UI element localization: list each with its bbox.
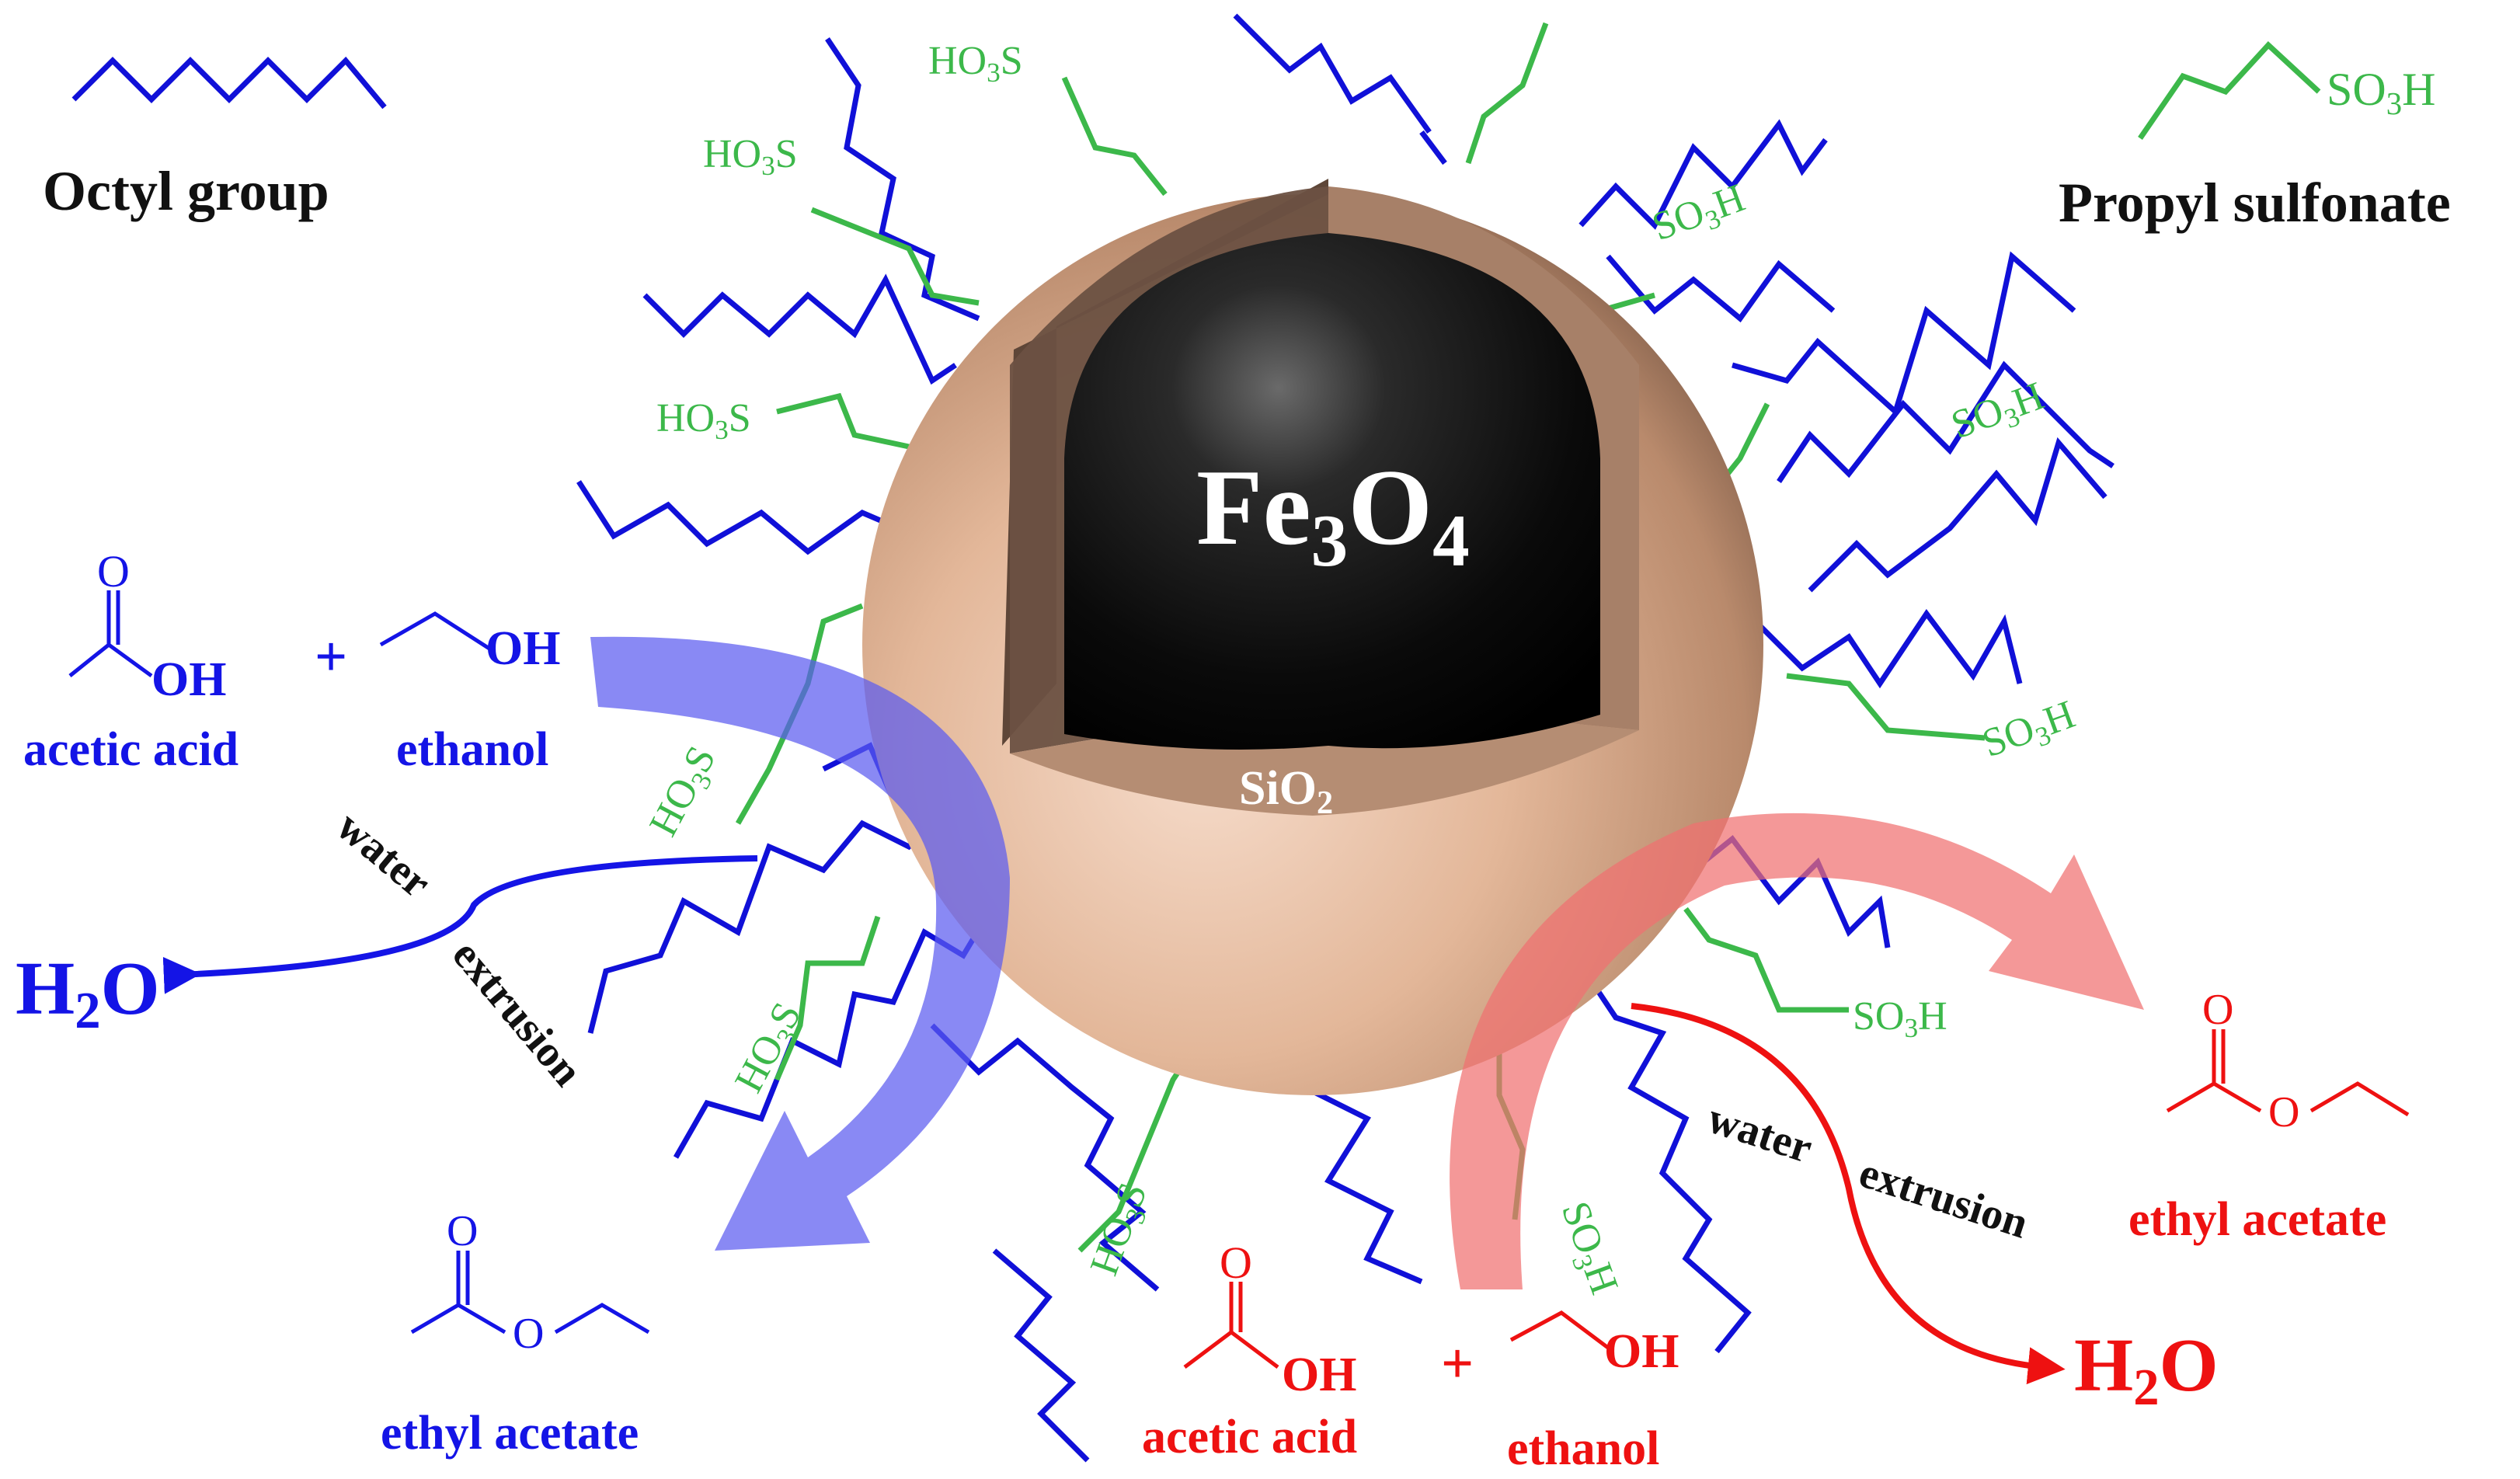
left-ethanol-oh: OH — [486, 622, 560, 675]
so3h-label: SO3H — [1548, 1196, 1627, 1302]
left-extrusion-label: extrusion — [443, 931, 591, 1095]
octyl-chain — [1808, 437, 2108, 593]
sulfonate-chain — [1786, 673, 1986, 741]
shell-label: SiO2 — [1239, 762, 1333, 821]
magnetite-core — [1064, 233, 1600, 750]
left-acid-o: O — [97, 546, 130, 597]
ho3s-label: HO3S — [928, 39, 1023, 88]
octyl-legend-label: Octyl group — [43, 160, 329, 222]
octyl-chain — [930, 1023, 1160, 1292]
right-ester-o: O — [2268, 1088, 2299, 1136]
right-ethyl-acetate-structure — [2166, 1029, 2410, 1117]
propyl-legend-group: SO3H — [2327, 64, 2435, 121]
octyl-chain — [587, 813, 942, 1034]
left-ethanol-structure — [379, 611, 491, 651]
left-ethyl-acetate-label: ethyl acetate — [381, 1407, 639, 1460]
so3h-label: SO3H — [1977, 692, 2083, 771]
right-ethanol-structure — [1509, 1310, 1610, 1349]
right-acetic-acid-label: acetic acid — [1142, 1411, 1357, 1463]
octyl-chain — [1578, 119, 1828, 230]
ho3s-label: HO3S — [703, 132, 798, 181]
right-water-label: water — [1702, 1094, 1818, 1172]
so3h-label: SO3H — [1946, 374, 2052, 452]
octyl-chain — [576, 480, 918, 555]
ho3s-label: HO3S — [656, 396, 751, 445]
right-acid-oh: OH — [1282, 1348, 1356, 1401]
octyl-chain — [992, 1248, 1090, 1463]
octyl-chain — [1777, 360, 2115, 483]
left-acetic-acid-label: acetic acid — [23, 723, 238, 776]
left-water-label: water — [328, 802, 440, 907]
so3h-label: SO3H — [1647, 176, 1753, 254]
propyl-legend-chain — [2138, 41, 2321, 140]
left-ethanol-label: ethanol — [396, 723, 548, 776]
left-ethyl-acetate-structure — [410, 1251, 650, 1335]
left-water-arrow — [162, 855, 758, 994]
sulfonate-chain — [1061, 76, 1168, 197]
core-label: Fe3O4 — [1196, 447, 1470, 582]
left-ester-carbonyl-o: O — [447, 1207, 478, 1255]
right-h2o-label: H2O — [2074, 1324, 2219, 1416]
right-extrusion-label: extrusion — [1853, 1148, 2034, 1248]
right-flow-arrow — [1450, 813, 2144, 1289]
left-flow-arrow — [590, 636, 1010, 1251]
right-acid-o: O — [1220, 1237, 1252, 1288]
sulfonate-chain — [810, 207, 980, 306]
so3h-label: SO3H — [1853, 994, 1947, 1043]
right-ethanol-label: ethanol — [1507, 1422, 1659, 1475]
sulfonate-chain — [1465, 22, 1549, 165]
left-plus-sign: + — [315, 625, 347, 689]
right-ethyl-acetate-label: ethyl acetate — [2128, 1193, 2386, 1246]
sulfonate-chain — [776, 392, 910, 450]
right-ethanol-oh: OH — [1604, 1325, 1679, 1378]
octyl-chain — [1606, 254, 1836, 323]
sulfonate-chain — [1683, 907, 1849, 1013]
octyl-chain — [1419, 130, 1447, 165]
core-shell-particle: Fe3O4 SiO2 — [862, 179, 1763, 1095]
octyl-chain — [1582, 969, 1752, 1354]
left-acetic-acid — [68, 590, 153, 678]
octyl-chain — [825, 37, 980, 322]
right-acetic-acid — [1183, 1282, 1279, 1369]
octyl-chain — [1732, 251, 2076, 417]
left-h2o-label: H2O — [16, 947, 160, 1039]
octyl-chain — [1233, 13, 1432, 134]
right-ester-carbonyl-o: O — [2202, 986, 2233, 1034]
propyl-legend-label: Propyl sulfonate — [2059, 172, 2451, 234]
octyl-chain — [642, 273, 957, 385]
right-water-arrow — [1631, 1003, 2066, 1385]
sulfonate-chain — [774, 915, 881, 1081]
right-plus-sign: + — [1441, 1332, 1474, 1396]
ho3s-label: HO3S — [641, 739, 729, 845]
octyl-legend-chain — [71, 56, 387, 110]
left-ester-o: O — [513, 1310, 544, 1358]
left-acid-oh: OH — [151, 653, 226, 706]
ho3s-label: HO3S — [1082, 1177, 1161, 1282]
